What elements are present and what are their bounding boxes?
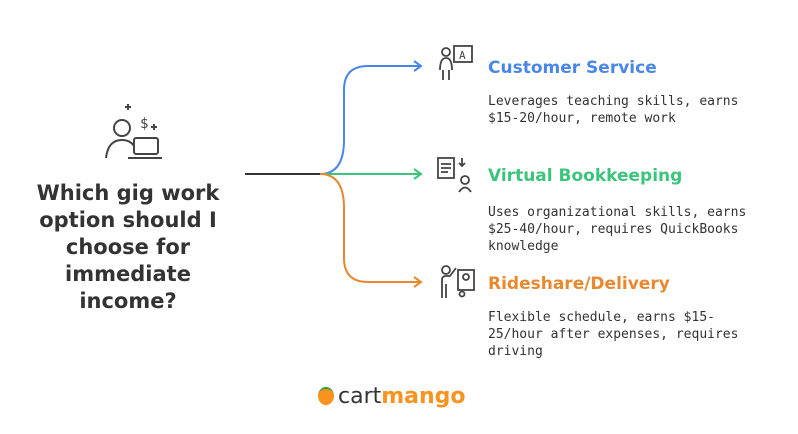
cartmango-logo: cartmango bbox=[318, 384, 466, 409]
person-laptop-icon: $ bbox=[105, 104, 162, 159]
option-desc-rideshare: Flexible schedule, earns $15-25/hour aft… bbox=[488, 310, 739, 359]
option-title-bookkeeping: Virtual Bookkeeping bbox=[488, 166, 683, 186]
branch-rideshare bbox=[319, 173, 420, 283]
option-desc-bookkeeping: Uses organizational skills, earns $25-40… bbox=[488, 205, 747, 254]
svg-text:$: $ bbox=[140, 116, 148, 132]
option-title-customer-service: Customer Service bbox=[488, 58, 657, 78]
logo-part2: mango bbox=[381, 384, 466, 409]
driver-icon bbox=[441, 265, 475, 298]
option-title-rideshare: Rideshare/Delivery bbox=[488, 274, 670, 294]
option-desc-customer-service: Leverages teaching skills, earns $15-20/… bbox=[488, 94, 739, 126]
teacher-icon: A bbox=[439, 45, 473, 80]
logo-part1: cart bbox=[338, 384, 382, 409]
clipboard-person-icon bbox=[437, 157, 472, 193]
branch-customer-service bbox=[319, 65, 420, 175]
central-question: Which gig work option should I choose fo… bbox=[36, 181, 220, 313]
mango-cart-icon bbox=[318, 387, 334, 405]
svg-text:A: A bbox=[459, 49, 466, 62]
